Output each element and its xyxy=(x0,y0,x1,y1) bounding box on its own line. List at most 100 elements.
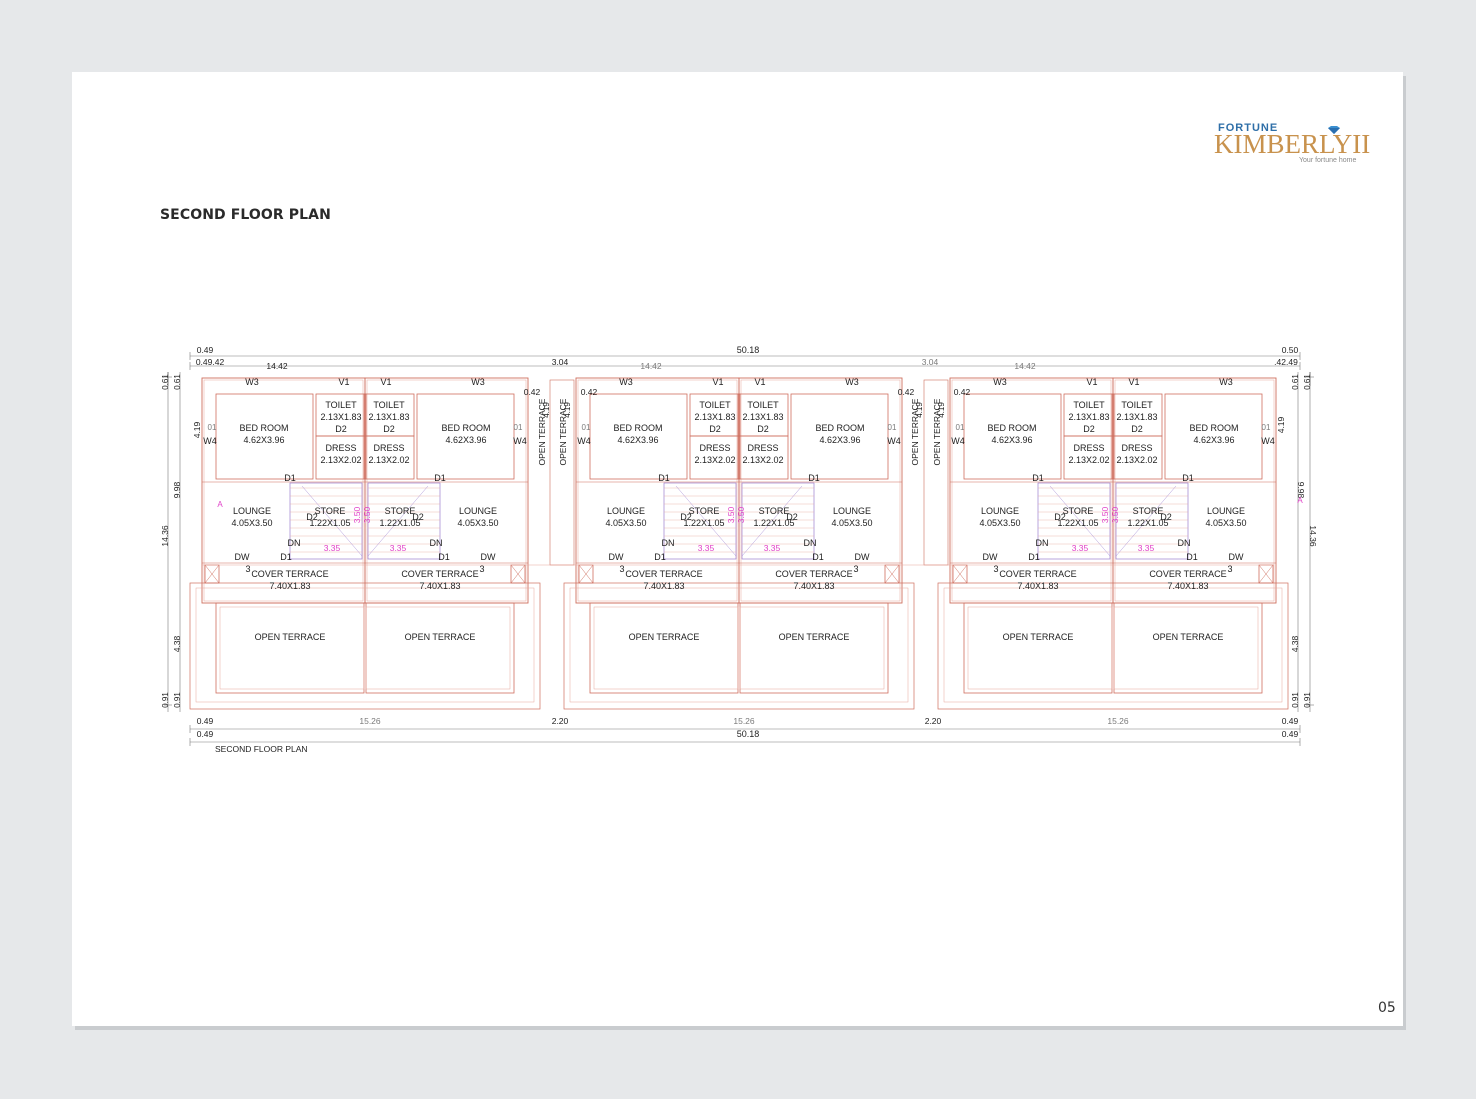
house-4-window-w3: W3 xyxy=(993,377,1007,387)
house-0-lounge-size: 4.05X3.50 xyxy=(231,518,272,528)
house-5-mark-01: 01 xyxy=(1262,423,1271,432)
house-0-mark-01: 01 xyxy=(208,423,217,432)
side-open-terrace-right-gap-2: OPEN TERRACE xyxy=(932,398,942,465)
house-0-vent-v1: V1 xyxy=(338,377,349,387)
house-3-dress-label: DRESS xyxy=(747,443,778,453)
house-3-window-w3: W3 xyxy=(845,377,859,387)
house-0-door-d1: D1 xyxy=(280,552,292,562)
house-5-door-d1: D1 xyxy=(1186,552,1198,562)
house-1-dress-size: 2.13X2.02 xyxy=(368,455,409,465)
house-0-stair-down: DN xyxy=(288,538,301,548)
house-3-cover-terrace-label: COVER TERRACE xyxy=(775,569,852,579)
dim-edge-right-bottom: 0.49 xyxy=(1282,716,1299,726)
dim-edge-left-small: 0.49.42 xyxy=(196,357,225,367)
house-0-stair-diagonal xyxy=(301,485,363,557)
pair-2-terrace-boundary xyxy=(937,582,1289,710)
house-3-stair-wall xyxy=(741,482,815,560)
house-1-bedroom-wall xyxy=(416,393,515,480)
pair-1-unit-width: 14.42 xyxy=(640,361,662,371)
house-2-toilet-size: 2.13X1.83 xyxy=(694,412,735,422)
house-2-toilet-door: D2 xyxy=(709,424,721,434)
house-3-door-d1: D1 xyxy=(812,552,824,562)
house-3-mark-01: 01 xyxy=(888,423,897,432)
house-2-door-dw: DW xyxy=(609,552,624,562)
house-1-stair-width: 3.35 xyxy=(390,543,407,553)
house-1-open-terrace-wall xyxy=(365,602,515,694)
house-5-window-w3: W3 xyxy=(1219,377,1233,387)
house-2-open-terrace-inner xyxy=(593,606,739,690)
dim-terrace-right: 4.38 xyxy=(1290,635,1300,652)
dim-total-top: 50.18 xyxy=(737,345,760,355)
house-0-dress-size: 2.13X2.02 xyxy=(320,455,361,465)
house-2-open-terrace-wall xyxy=(589,602,739,694)
house-0-store-label: STORE xyxy=(315,506,346,516)
dim-bed-right: 4.19 xyxy=(1276,416,1286,433)
house-5-store-size: 1.22X1.05 xyxy=(1127,518,1168,528)
house-0-stair-height: 3.50 xyxy=(352,506,362,523)
pair-0-unit-width: 14.42 xyxy=(266,361,288,371)
document-page: SECOND FLOOR PLAN FORTUNE KIMBERLYII You… xyxy=(72,72,1403,1026)
house-0-window-w3: W3 xyxy=(245,377,259,387)
house-1-toilet-size: 2.13X1.83 xyxy=(368,412,409,422)
logo-numeral: II xyxy=(1352,129,1371,159)
house-1-dress-wall xyxy=(363,435,415,480)
house-0-open-terrace-wall xyxy=(215,602,365,694)
house-2-stair-height: 3.50 xyxy=(726,506,736,523)
house-4-vent-v1: V1 xyxy=(1086,377,1097,387)
house-1-door-d1: D1 xyxy=(438,552,450,562)
dim-edge-right-top: 0.50 xyxy=(1282,345,1299,355)
house-2-lounge-size: 4.05X3.50 xyxy=(605,518,646,528)
house-0-bedroom-wall xyxy=(215,393,314,480)
house-1-dress-label: DRESS xyxy=(373,443,404,453)
house-3-dress-size: 2.13X2.02 xyxy=(742,455,783,465)
house-1-outer-wall-inner xyxy=(366,379,527,602)
house-4-dress-label: DRESS xyxy=(1073,443,1104,453)
house-2-stair-down: DN xyxy=(662,538,675,548)
house-4-lounge-size: 4.05X3.50 xyxy=(979,518,1020,528)
house-4-toilet-size: 2.13X1.83 xyxy=(1068,412,1109,422)
dim-wall-left-inner-bottom: 0.91 xyxy=(173,692,182,708)
house-1-stair-diagonal xyxy=(367,485,429,557)
house-1-stair-height: 3.50 xyxy=(362,506,372,523)
side-depth-right-gap-2: 4.19 xyxy=(937,402,946,418)
house-2-mark-01: 01 xyxy=(582,423,591,432)
house-5-stair-wall xyxy=(1115,482,1189,560)
pair-0-unit-bottom: 15.26 xyxy=(359,716,381,726)
house-3-stair-down: DN xyxy=(804,538,817,548)
house-1-door-dw: DW xyxy=(481,552,496,562)
dim-wall-right-outer: 0.61 xyxy=(1303,374,1312,390)
pair-1-unit-bottom: 15.26 xyxy=(733,716,755,726)
house-4-store-label: STORE xyxy=(1063,506,1094,516)
pair-1-terrace-boundary-inner xyxy=(569,587,909,703)
house-4-stair-width: 3.35 xyxy=(1072,543,1089,553)
dim-wall-left-outer-bottom: 0.91 xyxy=(161,692,170,708)
house-0-dress-wall xyxy=(315,435,367,480)
house-4-column-cross xyxy=(952,564,968,584)
house-4-lounge-label: LOUNGE xyxy=(981,506,1019,516)
house-0-cover-terrace-size: 7.40X1.83 xyxy=(269,581,310,591)
house-4-open-terrace-inner xyxy=(967,606,1113,690)
house-5-dress-wall xyxy=(1111,435,1163,480)
pair-1-terrace-boundary xyxy=(563,582,915,710)
house-2-vent-v1: V1 xyxy=(712,377,723,387)
side-depth-left-gap-2: 4.19 xyxy=(915,402,924,418)
house-2-dress-label: DRESS xyxy=(699,443,730,453)
house-3-open-terrace-inner xyxy=(739,606,885,690)
house-5-stair-down: DN xyxy=(1178,538,1191,548)
house-4-outer-wall-inner xyxy=(951,379,1112,602)
house-4-cover-terrace-size: 7.40X1.83 xyxy=(1017,581,1058,591)
dim-gap-bottom-1: 2.20 xyxy=(552,716,569,726)
house-1-cover-terrace-label: COVER TERRACE xyxy=(401,569,478,579)
house-1-stair-down: DN xyxy=(430,538,443,548)
house-5-open-terrace-wall xyxy=(1113,602,1263,694)
logo-top-text: FORTUNE xyxy=(1218,122,1279,134)
house-2-bedroom-size: 4.62X3.96 xyxy=(617,435,658,445)
house-5-column-cross xyxy=(1258,564,1274,584)
logo-tagline: Your fortune home xyxy=(1299,157,1357,164)
house-0-store-door: D2 xyxy=(306,512,318,522)
dim-small-gap-1-left: 0.42 xyxy=(524,387,541,397)
house-4-dress-wall xyxy=(1063,435,1115,480)
house-0-open-terrace-label: OPEN TERRACE xyxy=(255,632,326,642)
house-1-vent-v1: V1 xyxy=(380,377,391,387)
